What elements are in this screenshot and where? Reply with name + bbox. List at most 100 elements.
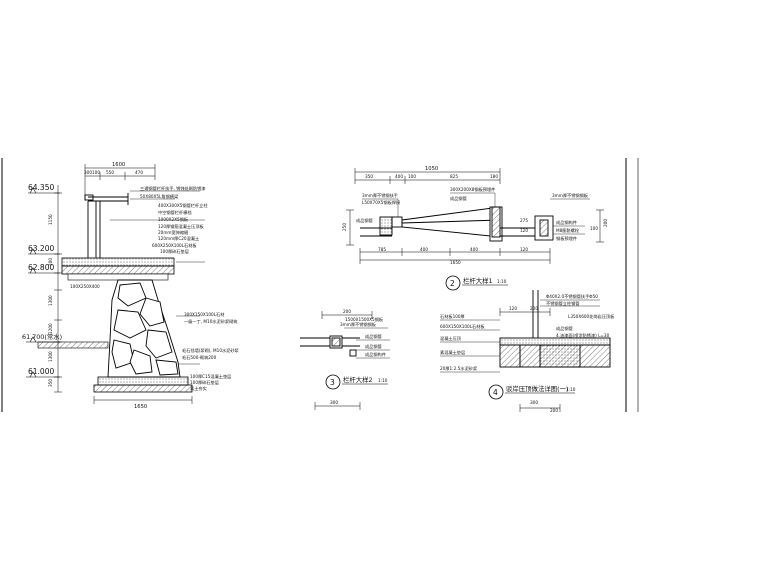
s1-callout-1: 三通钢管栏杆扶手, 锈蚀处刷防锈漆 [140, 185, 205, 192]
d3-post-profile [300, 335, 360, 357]
d3-detail-title: 栏杆大样2 [343, 375, 373, 384]
s1-callout-3: 400X300X5钢管栏杆立柱 [158, 202, 208, 209]
d4-top-dim-2: 200 [530, 306, 538, 311]
s1-callout-17: 100厚碎石垫层 [190, 379, 219, 386]
d2-callout-2: L50X70X5钢板焊接 [362, 199, 401, 206]
s1-callout-14: 毛石挡墙(浆砌), M10水泥砂浆 [182, 347, 240, 354]
d2-bottom-dim-4: 120 [520, 247, 528, 252]
d4-callout-8: 混凝土压顶 [440, 335, 462, 342]
d2-callout-leaders [362, 192, 590, 235]
d2-detail-scale: 1:10 [497, 279, 507, 284]
d3-callout-4: 成品钢构件 [365, 351, 386, 358]
top-dimension-lines [84, 164, 156, 200]
d4-callout-10: 20厚1:2.5水泥砂浆 [440, 365, 478, 372]
d2-top-dim-1: 1050 [425, 166, 438, 172]
d4-bottom-dim-2: 200 [550, 408, 558, 413]
d4-callout-1: Φ40X2.0不锈钢管扶手Φ50 [546, 293, 598, 300]
d4-callout-5: 600X150X100L石材板 [440, 323, 485, 330]
d3-callout-1: 3mm厚不锈钢钢板 [340, 321, 377, 328]
railing [84, 193, 129, 258]
d2-top-dim-3: 400 [395, 174, 403, 179]
d3-callout-leaders [344, 327, 390, 359]
d3-top-dim-2: 1500X1500X5钢板 [345, 316, 384, 323]
d4-bottom-dimension-lines [519, 404, 561, 412]
top-dim-total: 1600 [112, 162, 125, 168]
d2-callout-5: 3mm厚不锈钢钢板 [552, 192, 589, 199]
d2-side-dimension-lines [346, 209, 604, 246]
side-dim-6: 350 [48, 379, 53, 387]
wall-footing [37, 341, 193, 393]
d4-top-dim-1: 120 [509, 306, 517, 311]
d4-top-dimension-lines [499, 308, 551, 316]
elevation-label-5: 61.000 [28, 367, 54, 376]
d2-detail-title: 栏杆大样1 [463, 276, 493, 285]
top-dim-2: 550 [106, 170, 114, 175]
d3-bottom-dim-1: 300 [330, 400, 338, 405]
d2-callout-3: 300X200X8钢板预埋件 [450, 186, 495, 193]
d2-bottom-dimension-lines [359, 248, 551, 264]
d4-callout-leaders [440, 299, 600, 373]
side-dim-5: 1300 [48, 351, 53, 362]
s1-callout-4: 中空钢管栏杆横档 [158, 209, 192, 216]
d2-callout-8: M8膨胀螺栓 [556, 227, 580, 234]
s1-callout-18: 素土夯实 [190, 385, 207, 392]
d4-detail-number: 4 [493, 388, 498, 397]
d2-bottom-dim-1: 785 [378, 247, 386, 252]
d3-top-dimension-lines [321, 311, 373, 319]
d4-section-profile [499, 290, 611, 368]
detail-4-coping: 120 200 Φ40X2.0不锈钢管扶手Φ50 不锈钢管立柱钢管 石材板100… [440, 290, 615, 413]
d4-callout-9: 素混凝土垫层 [440, 349, 465, 356]
bottom-dimension-lines [93, 396, 193, 404]
d2-callout-6: 成品钢管 [356, 217, 373, 224]
side-dim-4: 1200 [48, 323, 53, 334]
d2-top-dim-4: 100 [408, 174, 416, 179]
section-1-retaining-wall: 64.350 63.200 62.800 61.700(常水) 61.000 1… [22, 162, 240, 410]
coping-slab [61, 257, 175, 281]
elevation-label-2: 63.200 [28, 244, 54, 253]
s1-callout-5: 1000X2X5钢板 [158, 216, 189, 223]
s1-callout-10: 100厚碎石垫层 [160, 248, 189, 255]
side-dimension-lines [54, 185, 62, 393]
elevation-label-3: 62.800 [28, 263, 54, 272]
d4-callout-3: 石材板100厚 [440, 313, 465, 320]
s1-callout-9: 600X250X100L石材板 [152, 242, 197, 249]
s1-callout-8: 120mm厚C20混凝土 [158, 235, 199, 242]
d3-detail-scale: 1:10 [378, 378, 388, 383]
d4-bottom-dim-1: 300 [530, 400, 538, 405]
s1-callout-7: 20mm宽伸缩缝 [158, 229, 189, 236]
detail-3-railing: 200 1500X1500X5钢板 3mm厚不锈钢钢板 成品钢管 成品钢管 成品… [300, 309, 390, 410]
d3-detail-number: 3 [330, 378, 335, 387]
detail-2-railing: 1050 350 400 100 825 180 [342, 166, 608, 291]
d2-callout-1: 3mm厚不锈钢扶手 [362, 192, 398, 199]
side-dim-1: 1150 [48, 214, 53, 225]
elevation-markers [26, 187, 60, 378]
callout-leaders [110, 190, 205, 365]
d2-bottom-dim-3: 400 [470, 247, 478, 252]
s1-callout-16: 100厚C15混凝土垫层 [190, 373, 231, 380]
d2-side-dim-3: 275 [520, 218, 528, 223]
d3-callout-3: 成品钢管 [365, 343, 382, 350]
s1-callout-12: 300X150X100L石材 [184, 311, 224, 318]
s1-callout-11: 100X250X400 [70, 284, 100, 289]
d2-side-dim-1: 200 [603, 219, 608, 227]
s1-callout-6: 120厚钢筋混凝土压顶板 [158, 223, 204, 230]
top-dim-3: 470 [135, 170, 143, 175]
top-dim-1: 300100 [84, 170, 100, 175]
d2-callout-4: 成品钢管 [450, 195, 467, 202]
d2-top-dim-2: 350 [365, 174, 373, 179]
side-dim-3: 1300 [48, 295, 53, 306]
d2-detail-number: 2 [450, 279, 455, 288]
d4-detail-number-circle [488, 384, 504, 400]
sheet-frame [1, 158, 639, 412]
d2-side-dim-4: 120 [520, 228, 528, 233]
d3-callout-2: 成品钢管 [365, 333, 382, 340]
d4-callout-2: 不锈钢管立柱钢管 [546, 300, 580, 307]
d4-callout-6: 成品钢管 [556, 325, 573, 332]
d3-bottom-dimension-lines [314, 402, 361, 410]
d4-detail-scale: 1:10 [566, 387, 576, 392]
d3-top-dim-1: 200 [343, 309, 351, 314]
d2-top-dim-5: 825 [450, 174, 458, 179]
s1-callout-13: 一级一丁, M10水泥砂浆砌筑 [184, 318, 238, 325]
d2-top-dimension-lines [354, 168, 501, 184]
